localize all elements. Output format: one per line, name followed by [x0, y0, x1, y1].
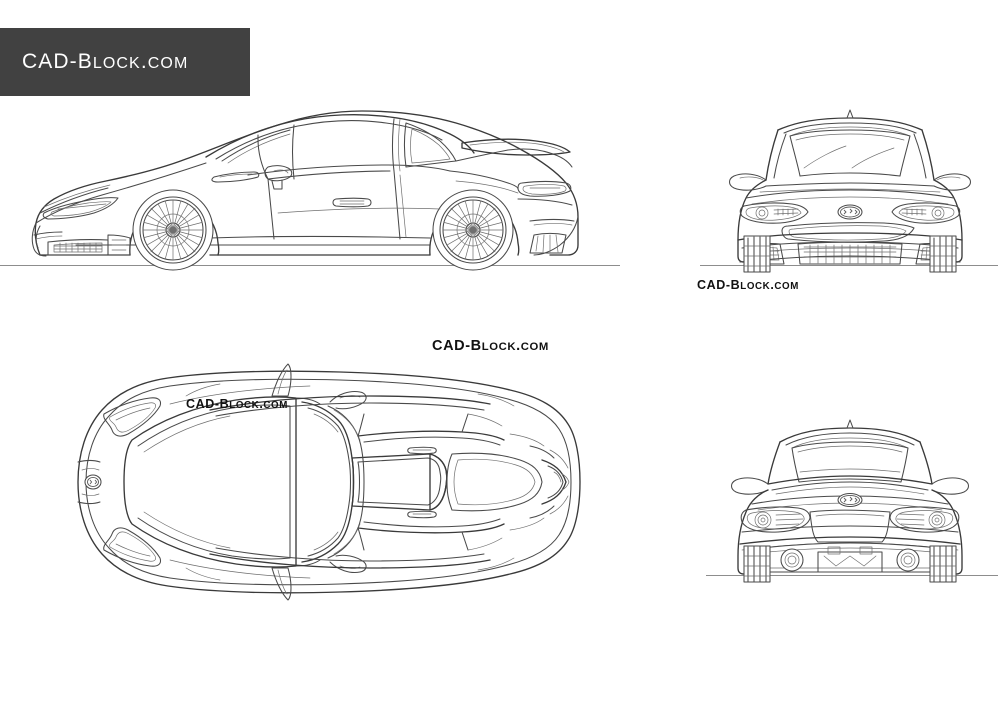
cad-block-logo-bar: CAD-BLOCK.COM [0, 28, 250, 96]
wm-front-d: COM [774, 281, 799, 292]
cad-block-logo-text: CAD-BLOCK.COM [22, 50, 188, 74]
ground-line-front-view [700, 265, 998, 267]
rear-elevation-view [700, 408, 1000, 586]
wm-front-c: . [770, 278, 775, 292]
wm-front-a: CAD-B [697, 278, 741, 292]
logo-text-dotcom: COM [147, 55, 189, 72]
plan-view [10, 350, 610, 615]
ground-line-rear-view [706, 575, 998, 577]
logo-text-small: LOCK [92, 55, 141, 72]
side-elevation-view [10, 95, 610, 275]
front-view-watermark: CAD-BLOCK.COM [697, 278, 799, 292]
logo-text-dot: . [140, 50, 148, 73]
front-elevation-view [700, 100, 1000, 278]
logo-text-main: CAD-B [22, 50, 93, 73]
ground-line-side-view [0, 265, 620, 267]
wm-front-b: LOCK [740, 281, 771, 292]
